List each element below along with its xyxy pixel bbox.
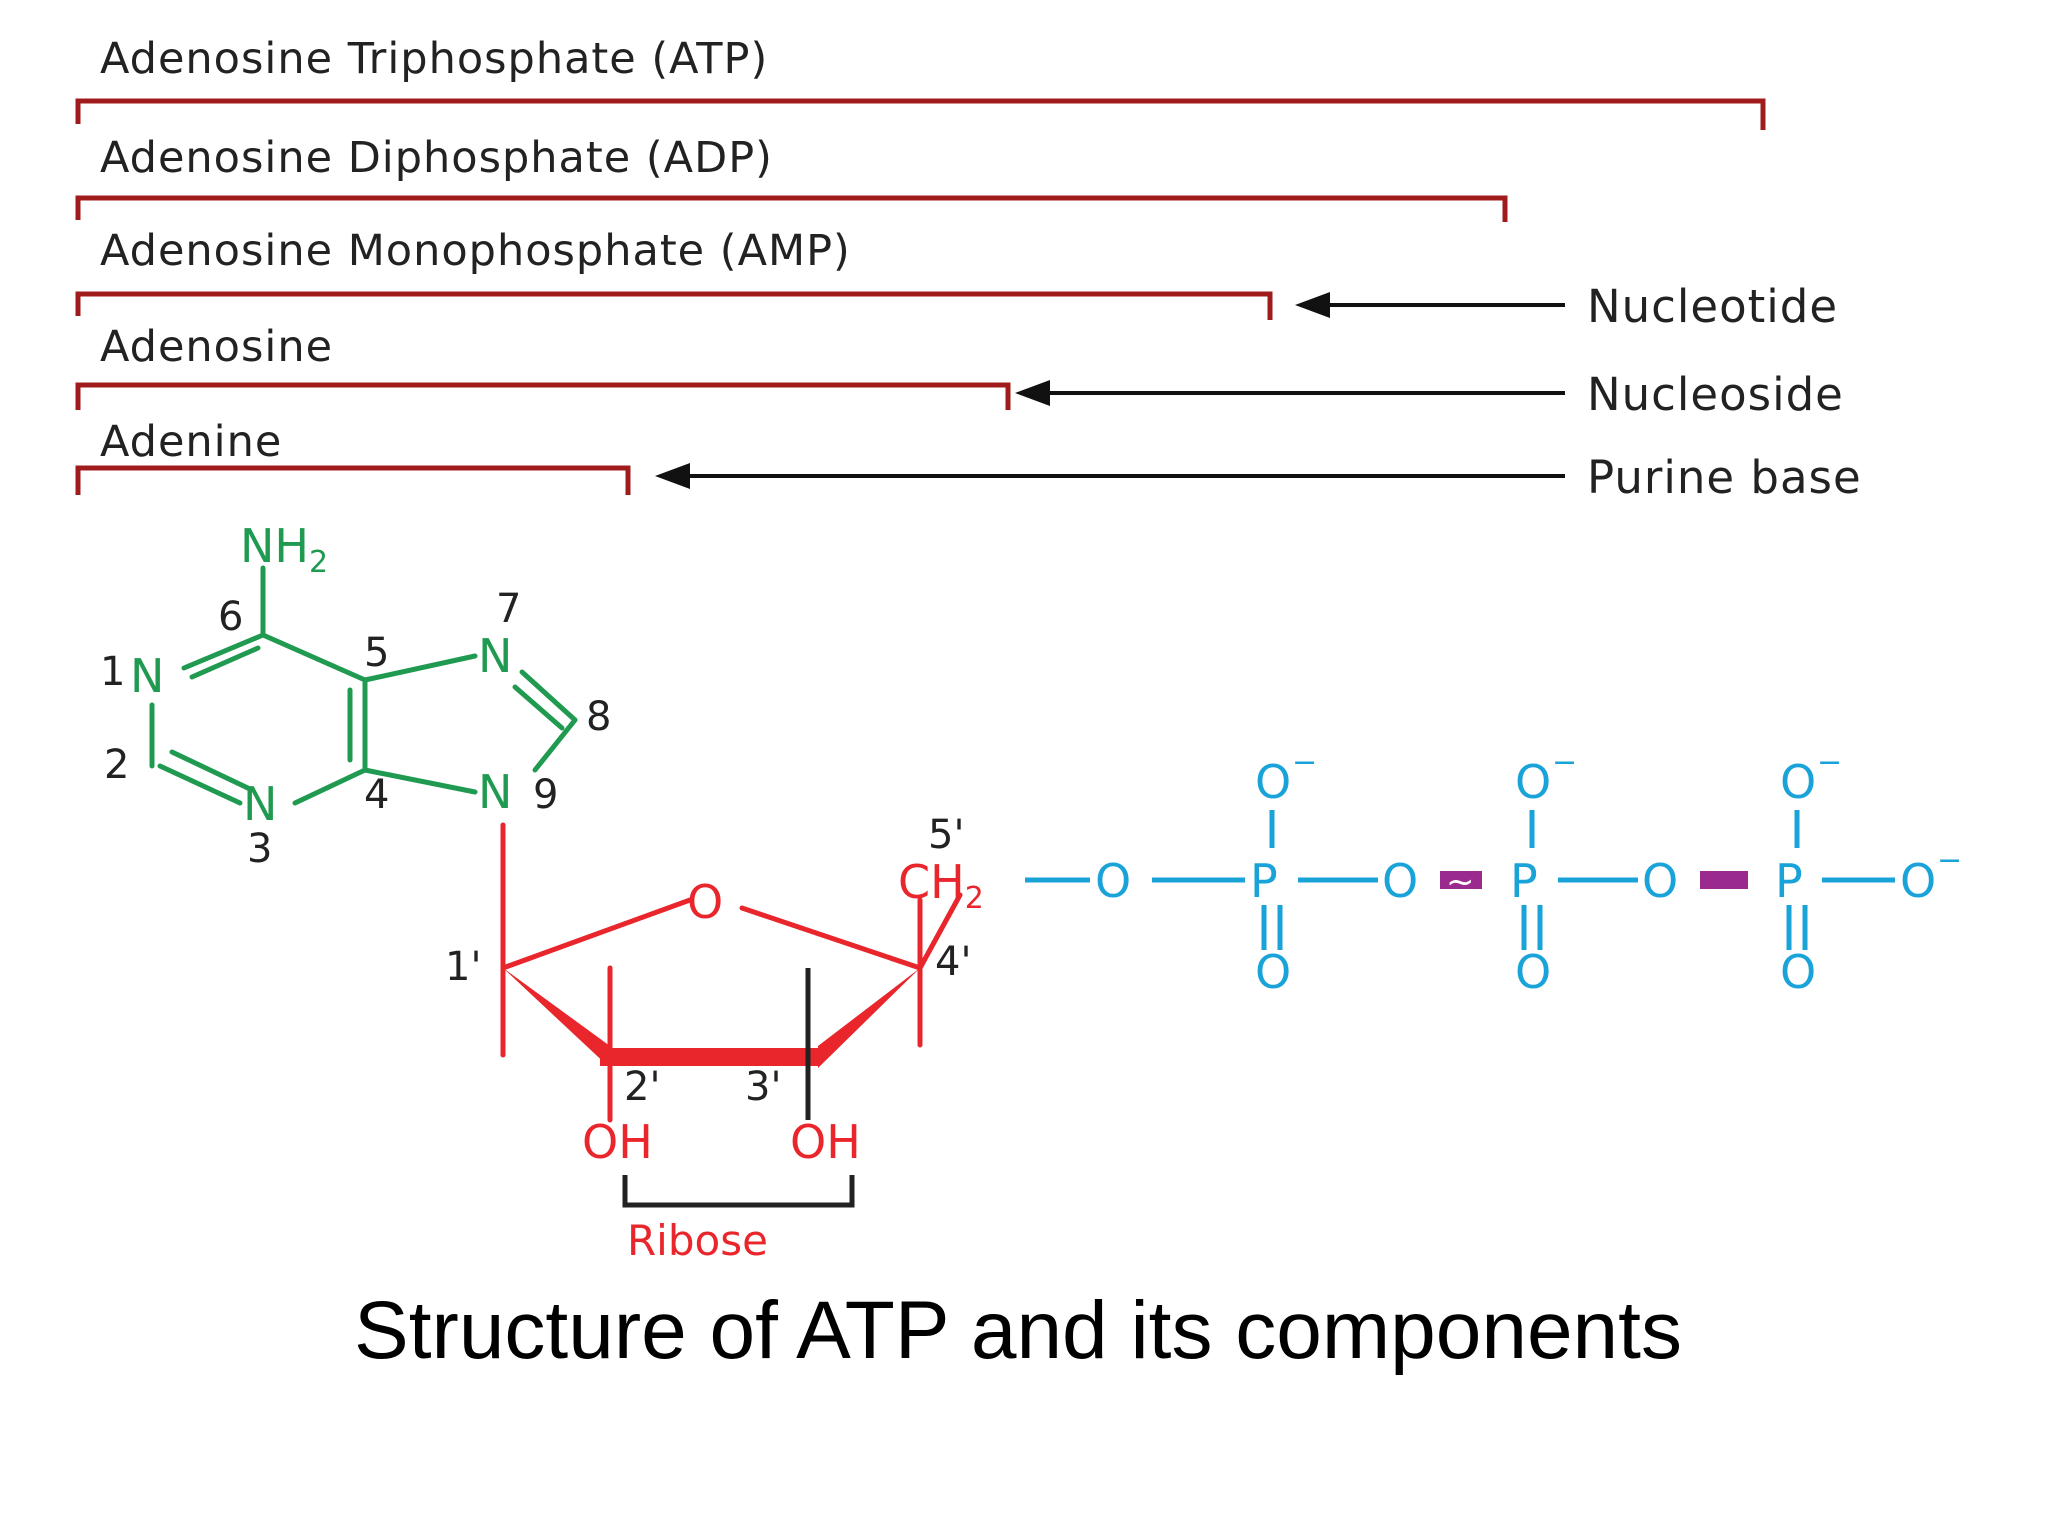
ribose-position-numbers: 1' 2' 3' 4' 5': [445, 812, 971, 1110]
beta-charge: −: [1552, 745, 1577, 780]
ch2-group: CH2: [898, 855, 984, 916]
nucleoside-arrow: [1015, 380, 1565, 406]
alpha-charge: −: [1292, 745, 1317, 780]
ribose-wedge-left: [503, 968, 610, 1068]
adenine-position-numbers: 1 2 3 4 5 6 7 8 9: [100, 586, 611, 872]
atp-label: Adenosine Triphosphate (ATP): [100, 34, 768, 84]
hydroxyl-2: OH: [582, 1115, 653, 1169]
ribose-bracket: [622, 1175, 855, 1208]
adp-label: Adenosine Diphosphate (ADP): [100, 133, 773, 183]
gamma-bottom-oxygen: O: [1780, 945, 1816, 999]
purine-base-arrow: [655, 463, 1565, 489]
adenine-n3: N: [243, 777, 277, 831]
hydroxyl-3: OH: [790, 1115, 861, 1169]
ribose-structure: O CH2 1' 2' 3' 4' 5' OH OH Ribose: [445, 812, 984, 1265]
amp-label: Adenosine Monophosphate (AMP): [100, 226, 851, 276]
amine-group: NH2: [240, 519, 328, 580]
beta-top-oxygen: O: [1515, 755, 1551, 809]
amp-bracket: [75, 291, 1273, 320]
adenine-pos-7: 7: [496, 586, 521, 632]
ribose-pos-2: 2': [624, 1064, 660, 1110]
adenine-pos-4: 4: [364, 772, 389, 818]
adp-bracket: [75, 195, 1508, 222]
adenine-n9: N: [478, 765, 512, 819]
adenine-pos-5: 5: [364, 630, 389, 676]
adenine-pos-9: 9: [533, 772, 558, 818]
adenine-n7: N: [478, 629, 512, 683]
tilde-symbol: ~: [1446, 862, 1475, 902]
adenosine-label: Adenosine: [100, 322, 333, 372]
negative-charges: − − − −: [1292, 745, 1962, 878]
purine-base-label: Purine base: [1587, 451, 1862, 504]
ribose-pos-3: 3': [745, 1064, 781, 1110]
ribose-bonds: [500, 822, 963, 1123]
ribose-wedge-right: [818, 968, 920, 1068]
nucleotide-label: Nucleotide: [1587, 280, 1838, 333]
beta-phosphorus: P: [1510, 854, 1538, 908]
figure-caption: Structure of ATP and its components: [354, 1285, 1682, 1376]
phosphate-bonds: [1025, 810, 1895, 950]
component-brackets: [75, 98, 1766, 495]
adenine-pos-8: 8: [586, 694, 611, 740]
high-energy-bond-2: [1700, 871, 1748, 889]
nucleotide-arrow: [1295, 292, 1565, 318]
ribose-label: Ribose: [627, 1216, 768, 1265]
bridging-oxygen-3: O: [1642, 854, 1678, 908]
pointer-arrows: [655, 292, 1565, 489]
ribose-pos-4: 4': [935, 939, 971, 985]
nucleoside-label: Nucleoside: [1587, 368, 1844, 421]
alpha-top-oxygen: O: [1255, 755, 1291, 809]
gamma-phosphorus: P: [1775, 854, 1803, 908]
terminal-oxygen: O: [1900, 854, 1936, 908]
alpha-phosphorus: P: [1250, 854, 1278, 908]
bridging-oxygen-1: O: [1095, 854, 1131, 908]
adenine-pos-6: 6: [218, 594, 243, 640]
ribose-ring-oxygen: O: [687, 875, 723, 929]
beta-bottom-oxygen: O: [1515, 945, 1551, 999]
side-labels: Nucleotide Nucleoside Purine base: [1587, 280, 1862, 504]
adenine-pos-1: 1: [100, 649, 125, 695]
adenine-label: Adenine: [100, 417, 282, 467]
high-energy-bond-1: [1440, 871, 1482, 889]
adenine-bonds: [149, 565, 578, 806]
phosphate-atoms: O P O P O P O O O O O O O: [1095, 755, 1936, 999]
adenine-bracket: [75, 465, 631, 495]
adenine-n1: N: [130, 649, 164, 703]
alpha-bottom-oxygen: O: [1255, 945, 1291, 999]
adenine-pos-3: 3: [247, 826, 272, 872]
gamma-charge: −: [1817, 745, 1842, 780]
ribose-pos-5: 5': [928, 812, 964, 858]
terminal-charge: −: [1937, 843, 1962, 878]
bridging-oxygen-2: O: [1382, 854, 1418, 908]
adenine-structure: NH2 N N N N 1 2 3 4 5 6 7 8 9: [100, 519, 611, 872]
adenosine-bracket: [75, 382, 1011, 410]
ribose-pos-1: 1': [445, 944, 481, 990]
ribose-bold-bond: [600, 1048, 818, 1066]
atp-bracket: [75, 98, 1766, 130]
adenine-pos-2: 2: [104, 742, 129, 788]
gamma-top-oxygen: O: [1780, 755, 1816, 809]
component-labels: Adenosine Triphosphate (ATP) Adenosine D…: [100, 34, 851, 467]
phosphate-chain: ~ O P O P O P O O O O O O O − − − −: [1025, 745, 1962, 999]
